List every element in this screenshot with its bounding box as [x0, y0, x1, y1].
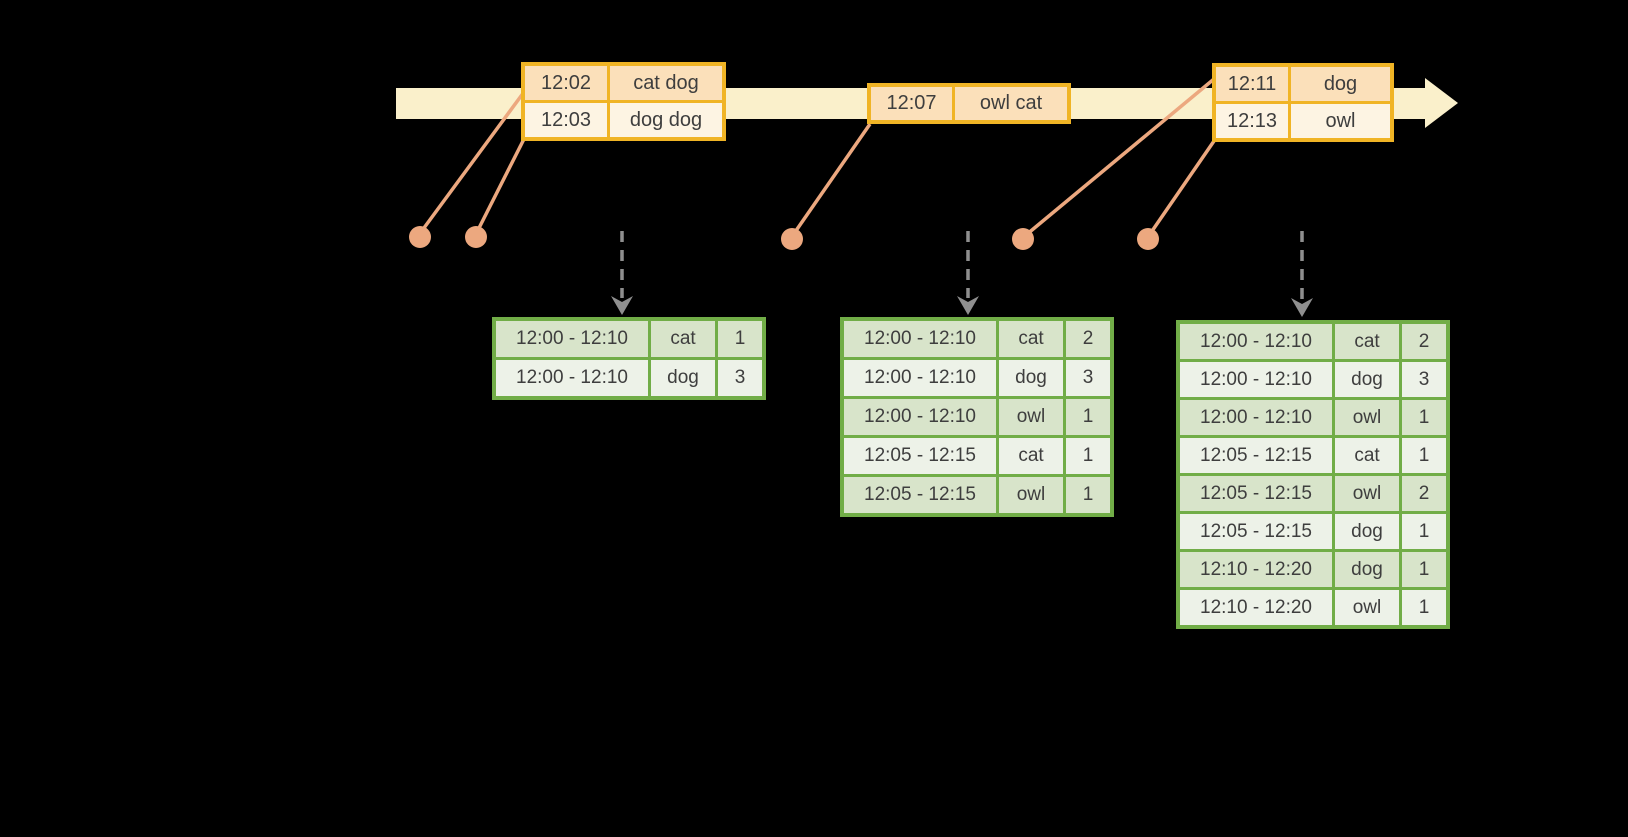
window-cell: 12:05 - 12:15 — [1180, 514, 1332, 549]
event-dot — [781, 228, 803, 250]
word-cell: owl — [999, 477, 1063, 513]
count-cell: 2 — [1402, 476, 1446, 511]
window-cell: 12:10 - 12:20 — [1180, 590, 1332, 625]
count-cell: 3 — [1066, 360, 1110, 396]
word-cell: cat — [999, 438, 1063, 474]
word-cell: cat — [651, 321, 715, 357]
count-cell: 1 — [1402, 400, 1446, 435]
word-cell: dog — [651, 360, 715, 396]
count-cell: 1 — [1402, 552, 1446, 587]
result-row: 12:10 - 12:20 owl 1 — [1180, 590, 1446, 625]
word-cell: dog — [999, 360, 1063, 396]
count-cell: 1 — [1402, 590, 1446, 625]
result-row: 12:00 - 12:10 owl 1 — [844, 399, 1110, 435]
window-cell: 12:00 - 12:10 — [844, 360, 996, 396]
count-cell: 3 — [1402, 362, 1446, 397]
result-row: 12:05 - 12:15 dog 1 — [1180, 514, 1446, 549]
trigger-arrowhead-icon — [1291, 298, 1313, 317]
count-cell: 1 — [1066, 477, 1110, 513]
event-table-b: 12:07 owl cat — [868, 84, 1070, 123]
result-row: 12:00 - 12:10 dog 3 — [1180, 362, 1446, 397]
event-time: 12:03 — [525, 103, 607, 137]
count-cell: 3 — [718, 360, 762, 396]
event-words: owl cat — [955, 87, 1067, 120]
word-cell: owl — [1335, 400, 1399, 435]
result-table-2: 12:00 - 12:10 cat 2 12:00 - 12:10 dog 3 … — [840, 317, 1114, 517]
event-dot — [1012, 228, 1034, 250]
event-table-c: 12:11 dog 12:13 owl — [1213, 64, 1393, 141]
event-row: 12:11 dog — [1216, 67, 1390, 101]
window-cell: 12:00 - 12:10 — [844, 321, 996, 357]
count-cell: 1 — [1066, 399, 1110, 435]
count-cell: 1 — [1066, 438, 1110, 474]
window-cell: 12:05 - 12:15 — [1180, 438, 1332, 473]
trigger-arrowhead-icon — [611, 296, 633, 315]
window-cell: 12:00 - 12:10 — [496, 360, 648, 396]
connector-line — [1024, 77, 1216, 237]
connector-line — [475, 138, 526, 233]
count-cell: 1 — [1402, 438, 1446, 473]
result-row: 12:00 - 12:10 owl 1 — [1180, 400, 1446, 435]
event-time: 12:02 — [525, 66, 607, 100]
event-row: 12:13 owl — [1216, 104, 1390, 138]
event-dot — [1137, 228, 1159, 250]
event-words: owl — [1291, 104, 1390, 138]
result-row: 12:05 - 12:15 owl 1 — [844, 477, 1110, 513]
event-table-a: 12:02 cat dog 12:03 dog dog — [522, 63, 725, 140]
event-words: cat dog — [610, 66, 722, 100]
word-cell: owl — [1335, 476, 1399, 511]
result-row: 12:10 - 12:20 dog 1 — [1180, 552, 1446, 587]
result-row: 12:00 - 12:10 cat 2 — [1180, 324, 1446, 359]
timeline-arrowhead-icon — [1425, 78, 1458, 128]
count-cell: 1 — [1402, 514, 1446, 549]
connector-line — [1148, 140, 1216, 235]
result-row: 12:00 - 12:10 cat 1 — [496, 321, 762, 357]
word-cell: dog — [1335, 552, 1399, 587]
result-row: 12:00 - 12:10 dog 3 — [496, 360, 762, 396]
result-table-1: 12:00 - 12:10 cat 1 12:00 - 12:10 dog 3 — [492, 317, 766, 400]
result-row: 12:00 - 12:10 dog 3 — [844, 360, 1110, 396]
window-cell: 12:00 - 12:10 — [844, 399, 996, 435]
word-cell: cat — [999, 321, 1063, 357]
event-time: 12:13 — [1216, 104, 1288, 138]
window-cell: 12:05 - 12:15 — [1180, 476, 1332, 511]
count-cell: 2 — [1066, 321, 1110, 357]
event-row: 12:03 dog dog — [525, 103, 722, 137]
trigger-arrowhead-icon — [957, 296, 979, 315]
word-cell: owl — [999, 399, 1063, 435]
connector-line — [419, 90, 526, 234]
connector-line — [791, 123, 872, 236]
word-cell: dog — [1335, 362, 1399, 397]
window-cell: 12:00 - 12:10 — [1180, 324, 1332, 359]
word-cell: dog — [1335, 514, 1399, 549]
event-words: dog dog — [610, 103, 722, 137]
result-row: 12:05 - 12:15 cat 1 — [844, 438, 1110, 474]
word-cell: cat — [1335, 324, 1399, 359]
event-row: 12:07 owl cat — [871, 87, 1067, 120]
event-words: dog — [1291, 67, 1390, 101]
count-cell: 2 — [1402, 324, 1446, 359]
word-cell: owl — [1335, 590, 1399, 625]
window-cell: 12:00 - 12:10 — [496, 321, 648, 357]
window-cell: 12:00 - 12:10 — [1180, 400, 1332, 435]
event-dot — [465, 226, 487, 248]
window-cell: 12:05 - 12:15 — [844, 477, 996, 513]
result-row: 12:05 - 12:15 owl 2 — [1180, 476, 1446, 511]
word-cell: cat — [1335, 438, 1399, 473]
result-row: 12:00 - 12:10 cat 2 — [844, 321, 1110, 357]
event-time: 12:11 — [1216, 67, 1288, 101]
event-time: 12:07 — [871, 87, 952, 120]
event-row: 12:02 cat dog — [525, 66, 722, 100]
window-cell: 12:10 - 12:20 — [1180, 552, 1332, 587]
result-table-3: 12:00 - 12:10 cat 2 12:00 - 12:10 dog 3 … — [1176, 320, 1450, 629]
event-dot — [409, 226, 431, 248]
window-cell: 12:00 - 12:10 — [1180, 362, 1332, 397]
window-cell: 12:05 - 12:15 — [844, 438, 996, 474]
result-row: 12:05 - 12:15 cat 1 — [1180, 438, 1446, 473]
count-cell: 1 — [718, 321, 762, 357]
